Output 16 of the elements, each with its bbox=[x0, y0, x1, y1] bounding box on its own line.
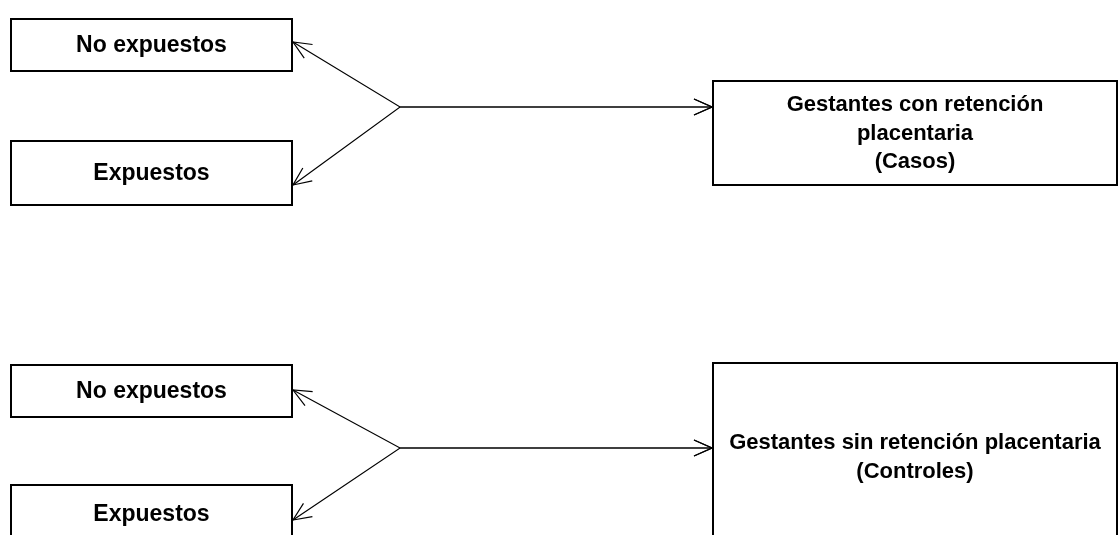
box-label: (Casos) bbox=[874, 147, 956, 176]
box-label: (Controles) bbox=[856, 457, 974, 485]
box-label: Expuestos bbox=[93, 158, 210, 188]
process-box bbox=[10, 364, 293, 418]
process-box bbox=[10, 18, 293, 72]
arrow bbox=[292, 98, 713, 186]
box-label: Gestantes con retención placentaria bbox=[785, 90, 1045, 147]
box-label: No expuestos bbox=[76, 376, 227, 406]
box-label: Expuestos bbox=[93, 499, 210, 529]
process-box bbox=[712, 362, 1118, 535]
box-label: Gestantes sin retención placentaria bbox=[729, 428, 1101, 457]
process-box bbox=[10, 484, 293, 535]
process-box bbox=[712, 80, 1118, 186]
box-label: No expuestos bbox=[76, 30, 227, 60]
arrow bbox=[292, 439, 713, 521]
process-box bbox=[10, 140, 293, 206]
